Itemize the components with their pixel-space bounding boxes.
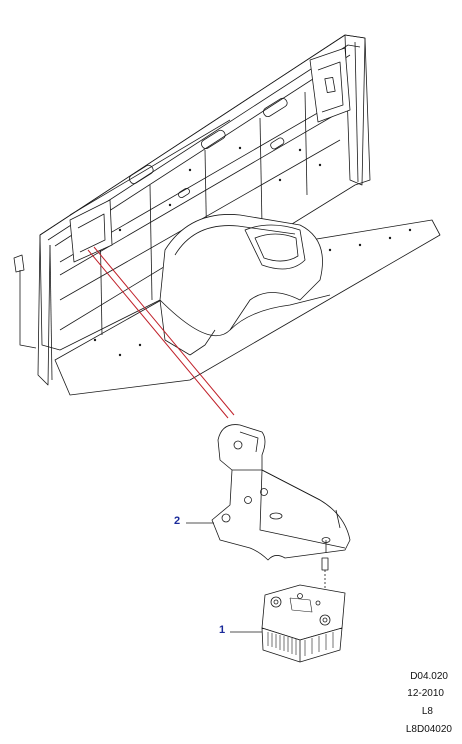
footer-date: 12-2010 (407, 688, 444, 699)
vehicle-bulkhead-assembly (13, 34, 441, 396)
callout-leaders (186, 522, 262, 633)
sensor-module-part-1 (261, 584, 346, 663)
transmission-tunnel (159, 214, 323, 337)
mounting-bracket-part-2 (211, 424, 351, 561)
callout-2: 2 (174, 515, 181, 527)
callout-1: 1 (219, 624, 226, 636)
location-leader-lines (87, 246, 235, 419)
footer-ref: L8D04020 (405, 724, 452, 735)
fixing-holes (93, 146, 412, 357)
footer-code: D04.020 (410, 671, 448, 682)
footer-model: L8 (421, 706, 433, 717)
